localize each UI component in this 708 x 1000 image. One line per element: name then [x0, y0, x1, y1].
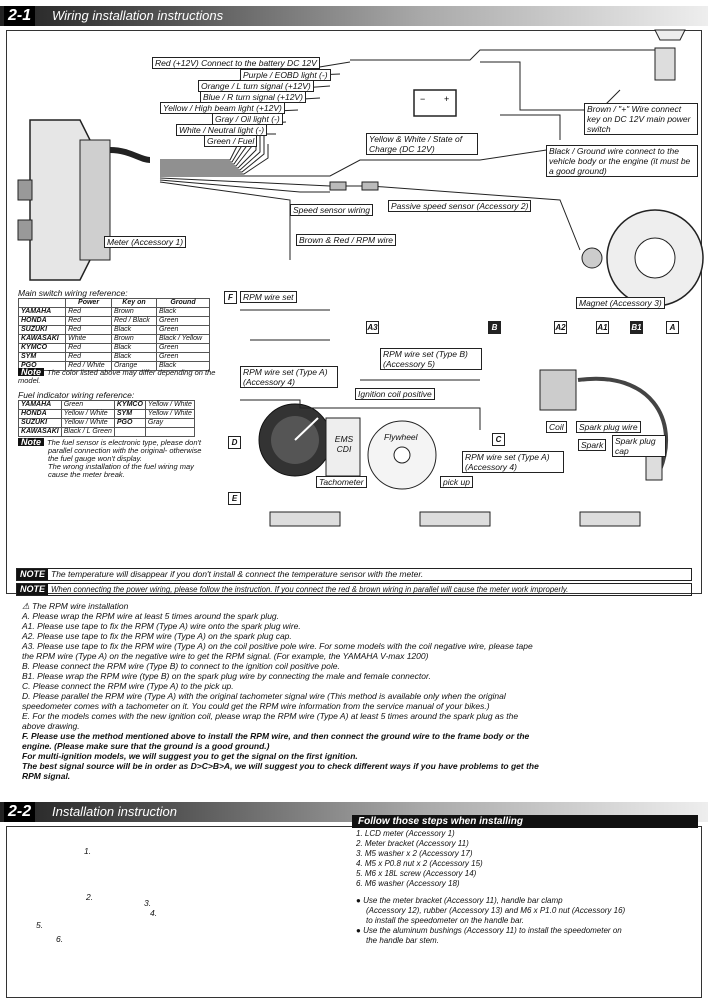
spark-cap-label: Spark plug cap	[612, 435, 666, 457]
passive-speed-label: Passive speed sensor (Accessory 2)	[388, 200, 532, 212]
pickup-label: pick up	[440, 476, 473, 488]
black-ground-label: Black / Ground wire connect to the vehic…	[546, 145, 698, 177]
marker-E: E	[228, 492, 241, 505]
spark-label: Spark	[578, 439, 607, 451]
diagram-frame	[6, 30, 702, 594]
part-2-label: 2.	[86, 892, 94, 902]
marker-A2: A2	[554, 321, 567, 334]
section-title: Wiring installation instructions	[52, 8, 224, 23]
part-5-label: 5.	[36, 920, 44, 930]
list-item: 4. M5 x P0.8 nut x 2 (Accessory 15)	[356, 859, 483, 868]
brown-red-label: Brown & Red / RPM wire	[296, 234, 396, 246]
marker-C: C	[492, 433, 505, 446]
flywheel-label: Flywheel	[384, 432, 418, 442]
marker-B1: B1	[630, 321, 643, 334]
rpm-wire-set-label: RPM wire set	[240, 291, 297, 303]
marker-D: D	[228, 436, 241, 449]
section-number: 2-1	[4, 6, 36, 26]
list-item: 5. M6 x 18L screw (Accessory 14)	[356, 869, 477, 878]
mark-B: B	[321, 953, 329, 963]
speed-sensor-label: Speed sensor wiring	[290, 204, 374, 216]
part-1-label: 1.	[84, 846, 92, 856]
mark-A: A	[144, 953, 152, 963]
ignition-label: Ignition coil positive	[355, 388, 435, 400]
spark-plug-wire-label: Spark plug wire	[576, 421, 641, 433]
part-6-label: 6.	[56, 934, 64, 944]
rpm-typeA-right-label: RPM wire set (Type A) (Accessory 4)	[462, 451, 564, 473]
marker-F: F	[224, 291, 237, 304]
list-item: 6. M6 washer (Accessory 18)	[356, 879, 460, 888]
part-4-label: 4.	[150, 908, 158, 918]
rpm-typeB-label: RPM wire set (Type B) (Accessory 5)	[380, 348, 482, 370]
step-b: ● Use the aluminum bushings (Accessory 1…	[356, 926, 622, 945]
yellow-white-label: Yellow & White / State of Charge (DC 12V…	[366, 133, 478, 155]
list-item: 3. M5 washer x 2 (Accessory 17)	[356, 849, 473, 858]
step-a: ● Use the meter bracket (Accessory 11), …	[356, 896, 626, 925]
svg-text:+: +	[444, 94, 449, 104]
rpm-typeA-left-label: RPM wire set (Type A) (Accessory 4)	[240, 366, 338, 388]
list-item: 2. Meter bracket (Accessory 11)	[356, 839, 469, 848]
rpm-instructions: ⚠ The RPM wire installation A. Please wr…	[22, 601, 539, 781]
coil-label: Coil	[546, 421, 567, 433]
magnet-label: Magnet (Accessory 3)	[576, 297, 665, 309]
list-item: 1. LCD meter (Accessory 1)	[356, 829, 455, 838]
wire-green-label: Green / Fuel	[204, 135, 258, 147]
wire-red-label: Red (+12V) Connect to the battery DC 12V	[152, 57, 320, 69]
steps-list: 1. LCD meter (Accessory 1) 2. Meter brac…	[356, 829, 696, 946]
tachometer-label: Tachometer	[316, 476, 367, 488]
marker-A3: A3	[366, 321, 379, 334]
section-number: 2-2	[4, 802, 36, 822]
steps-title: Follow those steps when installing	[352, 815, 698, 828]
brown-plus-label: Brown / "+" Wire connect key on DC 12V m…	[584, 103, 698, 135]
part-3-label: 3.	[144, 898, 152, 908]
meter-drawing	[17, 119, 151, 281]
fuel-title: Fuel indicator wiring reference:	[18, 390, 135, 400]
marker-B: B	[488, 321, 501, 334]
marker-A1: A1	[596, 321, 609, 334]
meter-label: Meter (Accessory 1)	[104, 236, 187, 248]
svg-text:−: −	[420, 94, 425, 104]
section-title: Installation instruction	[52, 804, 178, 819]
section-header-2-1: 2-1 Wiring installation instructions	[0, 6, 708, 26]
marker-A: A	[666, 321, 679, 334]
ems-label: EMS CDI	[334, 434, 354, 454]
main-switch-title: Main switch wiring reference:	[18, 288, 128, 298]
